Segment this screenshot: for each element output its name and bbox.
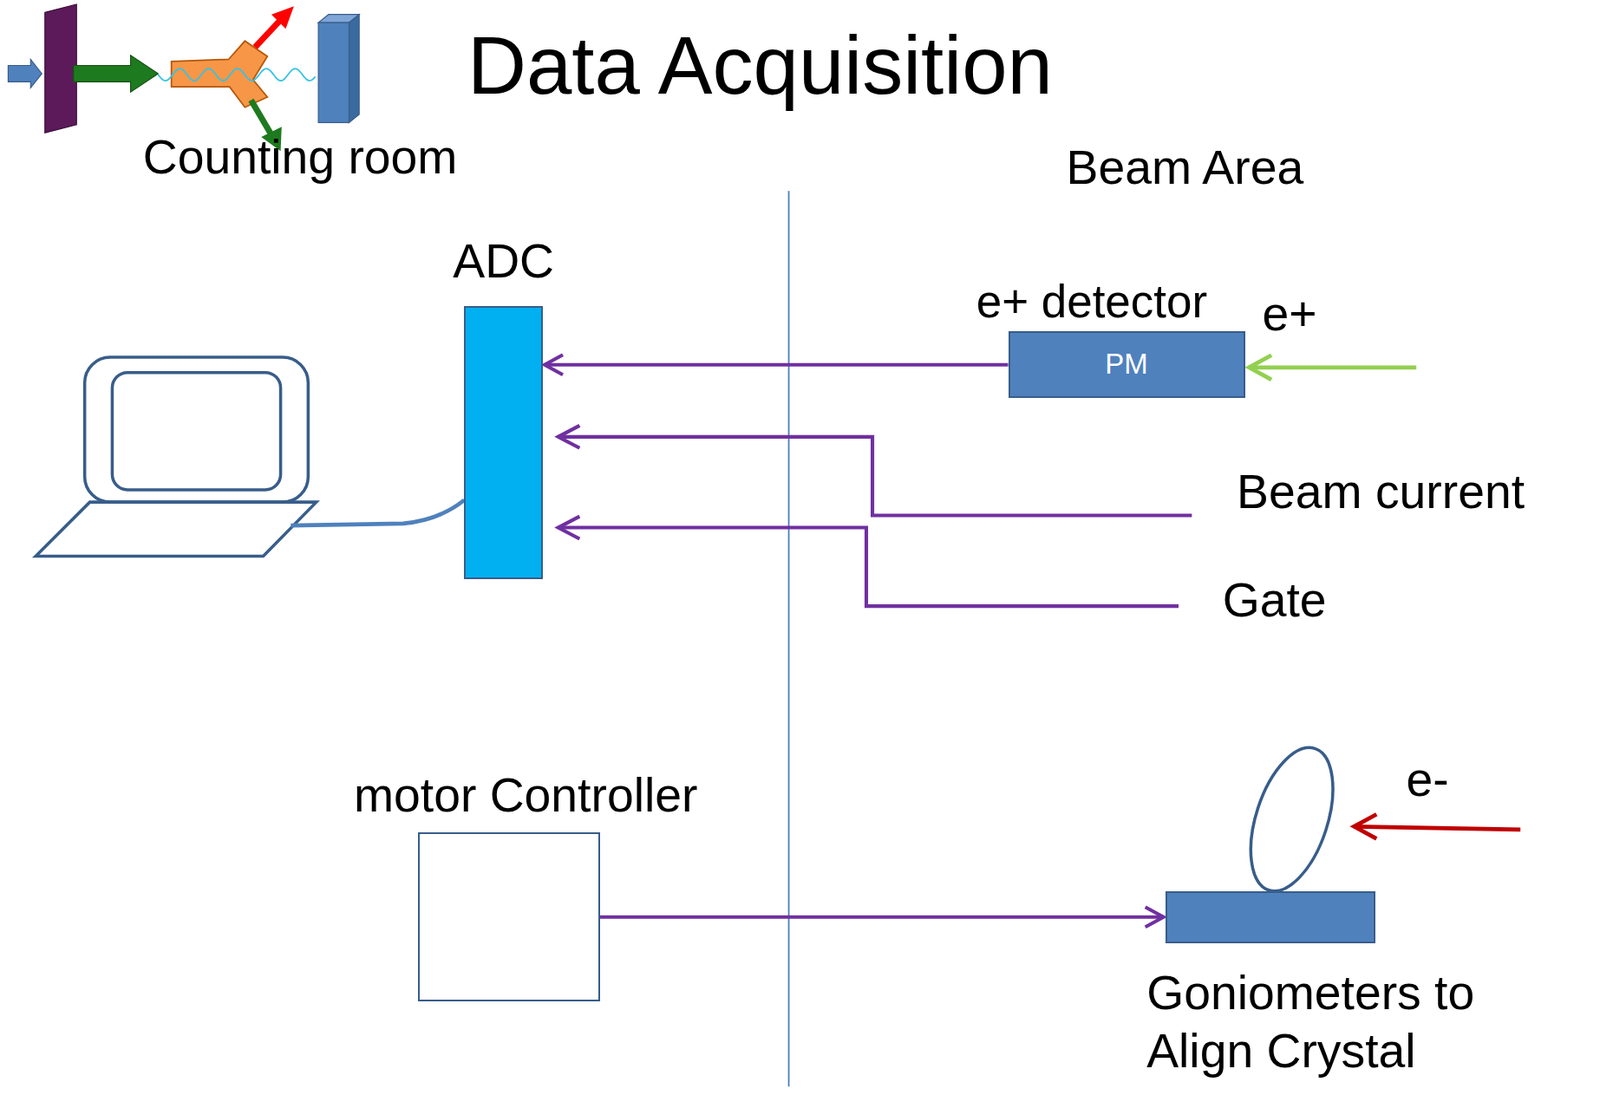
detector-box: e+ detectorPM [1008, 331, 1246, 398]
laptop-keyboard [35, 502, 317, 556]
label-wrap: Beam current [1236, 468, 1525, 516]
label-wrap: Counting room [143, 133, 458, 182]
small-arrow [7, 58, 42, 88]
goniometer-box: Goniometers to Align Crystal [1165, 891, 1376, 944]
process-icon [7, 4, 360, 151]
red-arrowhead [271, 6, 294, 29]
connector-line [544, 363, 1009, 367]
box-label: PM [1104, 350, 1148, 379]
detector-block [318, 22, 349, 123]
signal-connector [544, 354, 1009, 375]
connector-line [600, 915, 1164, 920]
box-heading: Goniometers to Align Crystal [1146, 964, 1529, 1080]
arrow-head [558, 425, 581, 449]
arrow-head [1248, 355, 1272, 380]
signal-name: Beam current [1236, 468, 1525, 516]
laptop-icon [35, 357, 464, 556]
laptop-screen [84, 357, 309, 503]
box-heading: motor Controller [353, 771, 698, 820]
particle-label: e- [1405, 756, 1449, 804]
label-wrap: Beam Area [1066, 143, 1305, 192]
electron-arrow [1353, 826, 1521, 830]
box-heading: ADC [452, 237, 555, 286]
controller-box: motor Controller [417, 832, 600, 1002]
arrow-head [544, 354, 563, 375]
diagram-title: Data Acquisition [467, 25, 1053, 107]
beam-arrow [73, 55, 159, 92]
crystal [1234, 737, 1349, 902]
text-wrap: motor Controller [353, 771, 698, 820]
text-wrap: e+ detector [976, 279, 1208, 326]
target-plate [45, 4, 77, 133]
adc-box: ADC [463, 306, 543, 580]
text-wrap: Goniometers to Align Crystal [1146, 964, 1529, 1080]
text-wrap: PM [1104, 350, 1148, 379]
signal-name: Gate [1222, 576, 1327, 625]
text-wrap: ADC [452, 237, 555, 286]
positron-arrow [1248, 365, 1417, 370]
block-side [348, 14, 360, 124]
box-heading: e+ detector [976, 279, 1208, 326]
signal-connector [600, 907, 1164, 928]
label-wrap: e+ [1262, 290, 1318, 339]
green-arrow [250, 100, 272, 136]
label-wrap: e- [1405, 756, 1449, 804]
laptop-display [111, 372, 281, 490]
gate-wire [558, 528, 1179, 608]
label-wrap: Gate [1222, 576, 1327, 625]
arrow-head [558, 516, 581, 540]
room-divider [788, 190, 791, 1087]
arrow-head [1353, 814, 1377, 839]
laptop-cable [290, 500, 464, 526]
room-label: Counting room [143, 133, 458, 182]
title-wrap: Data Acquisition [467, 25, 1053, 107]
photon-wave [157, 68, 315, 81]
area-label: Beam Area [1066, 143, 1305, 192]
arrow-head [1145, 907, 1164, 928]
particle-label: e+ [1262, 290, 1318, 339]
beam-current-wire [558, 437, 1193, 516]
